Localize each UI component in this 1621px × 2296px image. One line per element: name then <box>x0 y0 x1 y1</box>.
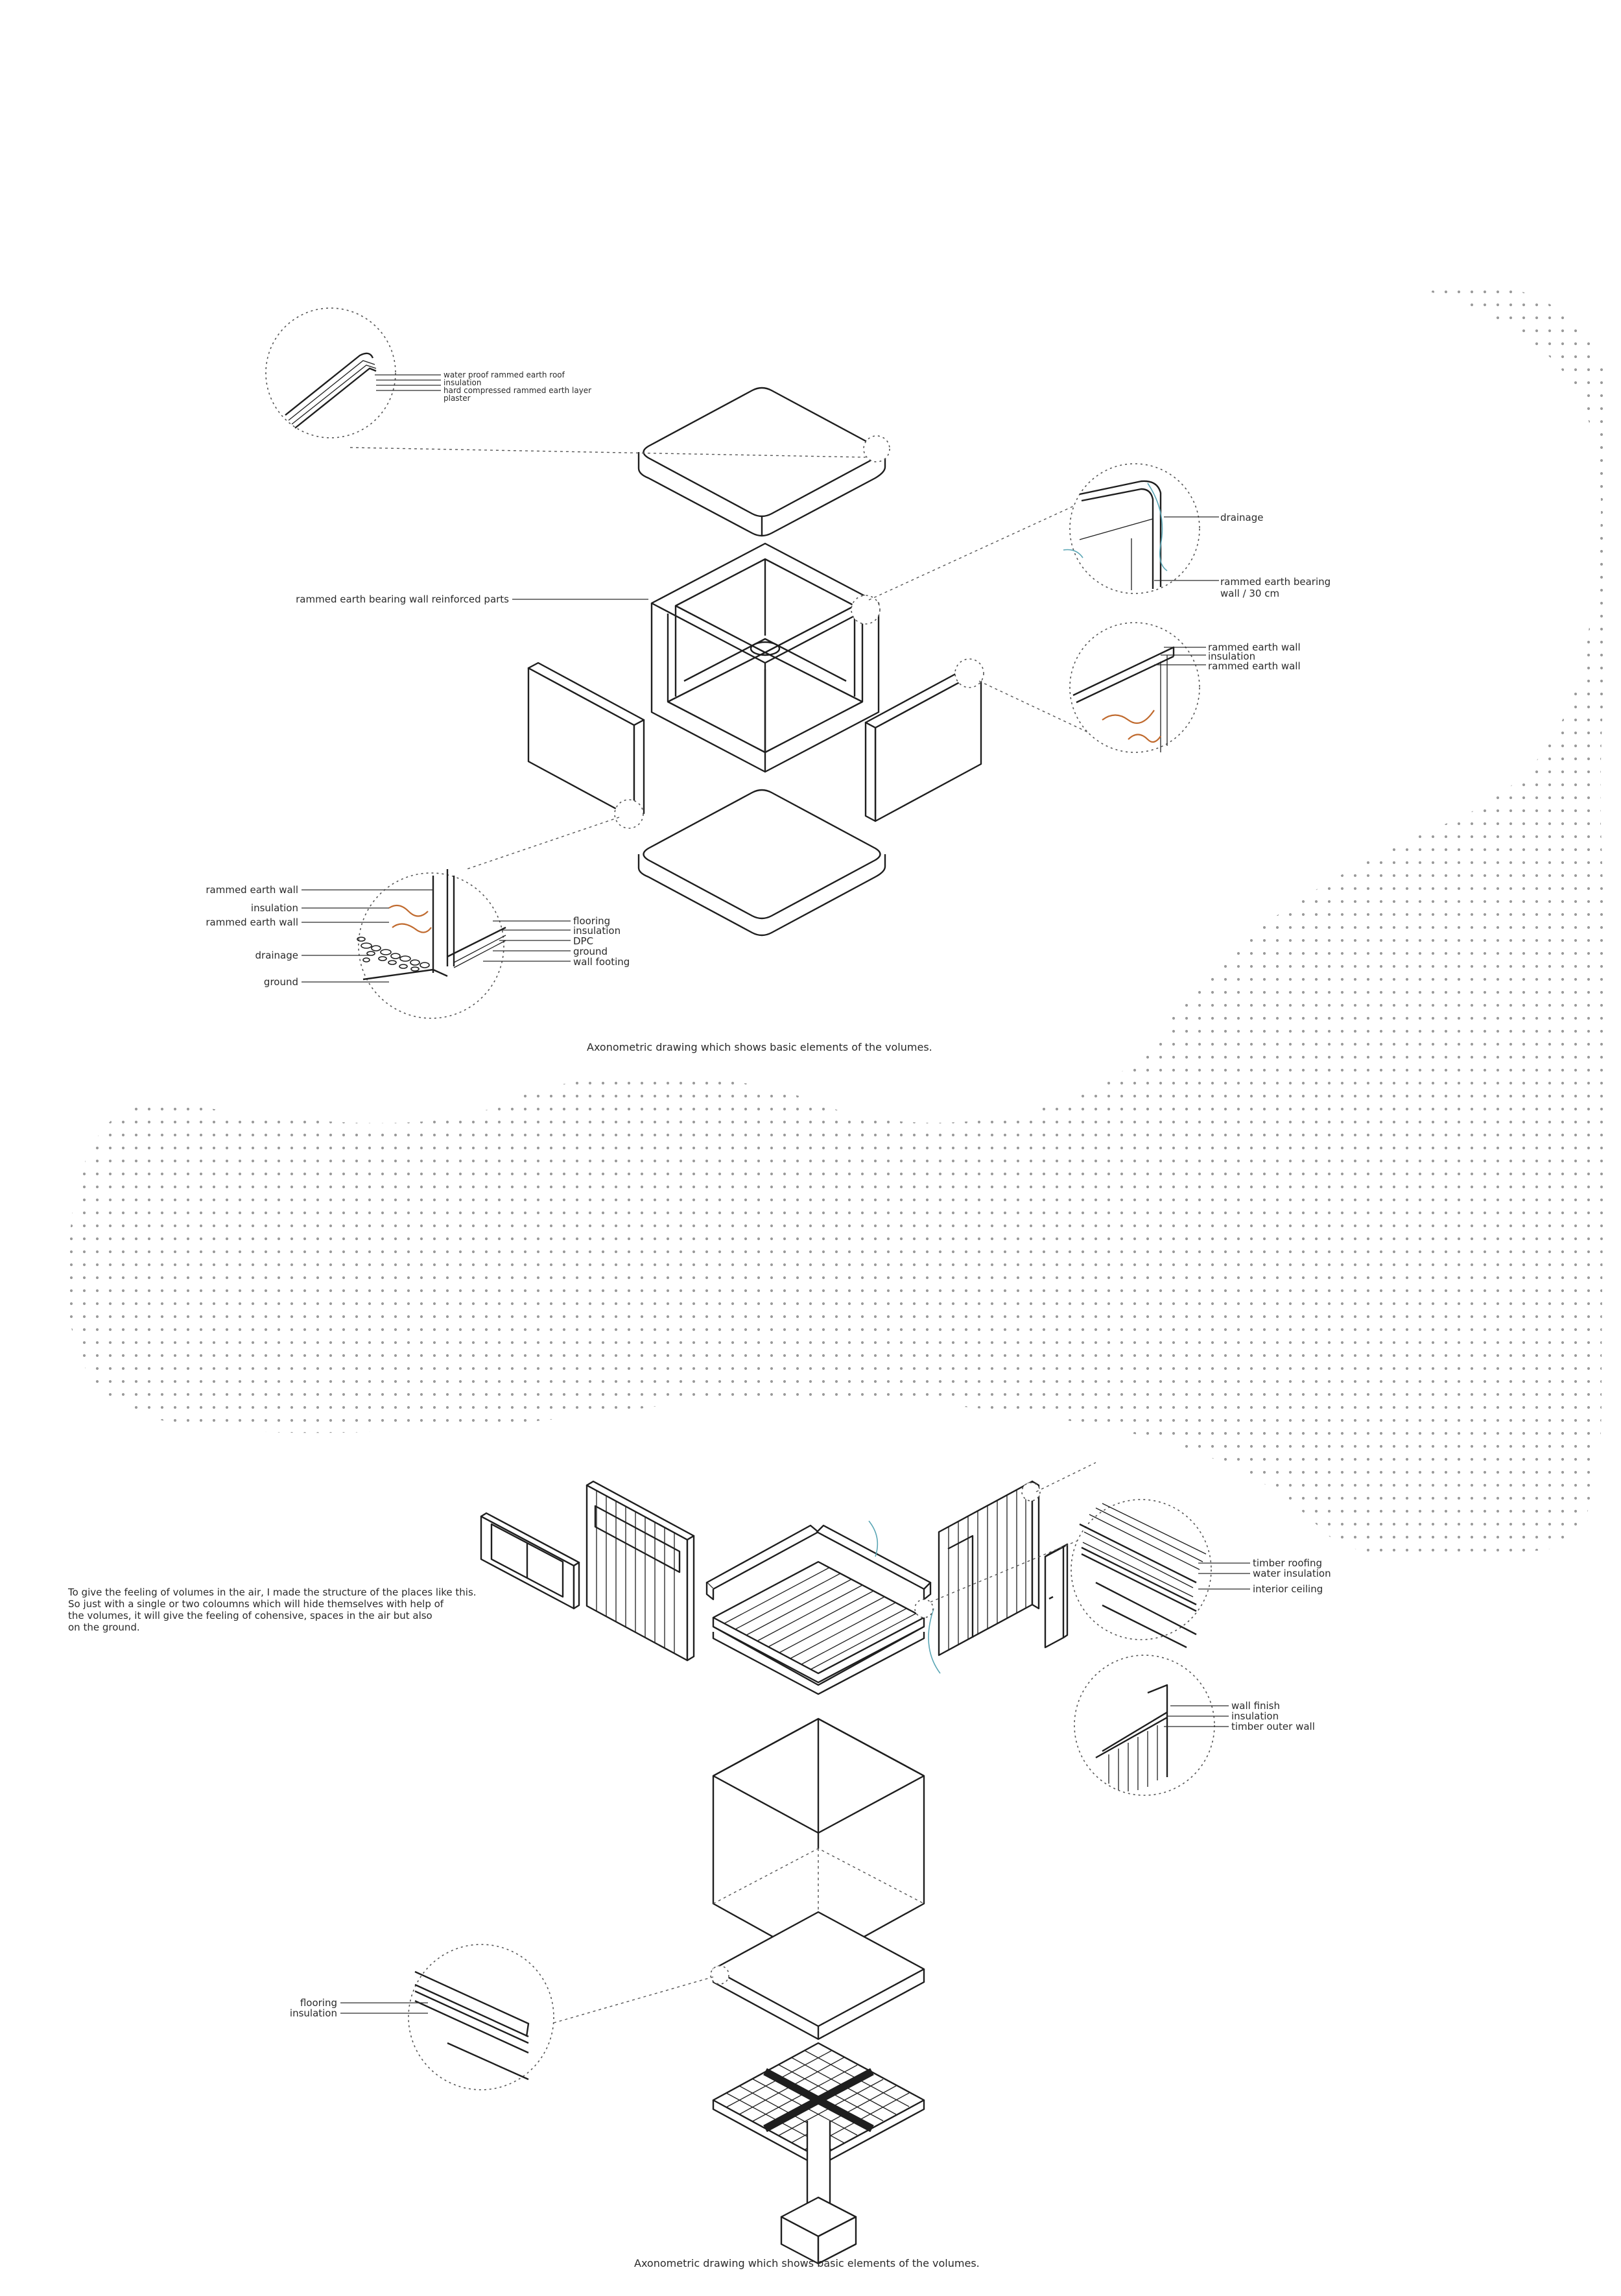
description-line-2: the volumes, it will give the feeling of… <box>68 1610 432 1621</box>
corner-detail-label-2: wall / 30 cm <box>1220 588 1279 599</box>
steel-grid <box>712 2042 925 2168</box>
roof-detail-label-2: hard compressed rammed earth layer <box>444 386 591 395</box>
timber-roof-label-1: water insulation <box>1253 1568 1331 1579</box>
floor-detail-label-1: insulation <box>290 2007 337 2019</box>
wall-detail: rammed earth wall insulation rammed eart… <box>1069 622 1301 753</box>
window-panel <box>480 1512 580 1610</box>
timber-wall-label-2: timber outer wall <box>1231 1721 1315 1732</box>
roof-detail-label-3: plaster <box>444 394 471 403</box>
wall-panel-right <box>864 664 982 822</box>
base-left-label-2: rammed earth wall <box>206 916 298 928</box>
floor-slab <box>637 789 886 937</box>
roof-detail-label-0: water proof rammed earth roof <box>444 370 565 379</box>
description-text: To give the feeling of volumes in the ai… <box>67 1586 477 1633</box>
base-left-label-1: insulation <box>251 902 298 914</box>
door-panel <box>1044 1543 1069 1649</box>
base-right-label-3: ground <box>573 946 608 957</box>
timber-roof-label-0: timber roofing <box>1253 1557 1322 1569</box>
base-right-label-0: flooring <box>573 915 610 927</box>
timber-wall-detail: wall finish insulation timber outer wall <box>1074 1655 1315 1796</box>
base-left-label-3: drainage <box>255 950 299 961</box>
base-detail: rammed earth wall insulation rammed eart… <box>206 869 630 1019</box>
timber-wall-right <box>938 1480 1040 1656</box>
base-right-label-2: DPC <box>573 935 593 947</box>
column-footing <box>780 2121 857 2265</box>
timber-wall-label-0: wall finish <box>1231 1700 1280 1712</box>
base-right-label-1: insulation <box>573 925 621 937</box>
corner-detail: drainage rammed earth bearing wall / 30 … <box>1063 463 1331 599</box>
description-line-0: To give the feeling of volumes in the ai… <box>67 1586 477 1598</box>
wall-detail-label-0: rammed earth wall <box>1208 641 1301 653</box>
wall-panel-left <box>527 662 645 820</box>
description-line-3: on the ground. <box>68 1621 140 1633</box>
description-line-1: So just with a single or two coloumns wh… <box>68 1598 444 1610</box>
upper-caption: Axonometric drawing which shows basic el… <box>587 1041 932 1053</box>
wall-detail-label-1: insulation <box>1208 651 1255 662</box>
roof-detail-label-1: insulation <box>444 378 481 387</box>
lower-floor-slab <box>712 1911 925 2040</box>
base-left-label-4: ground <box>264 976 298 988</box>
base-left-label-0: rammed earth wall <box>206 884 298 896</box>
corner-detail-label-1: rammed earth bearing <box>1220 576 1331 588</box>
timber-wall-label-1: insulation <box>1231 1710 1279 1722</box>
base-right-label-4: wall footing <box>573 956 630 968</box>
lower-axonometric: To give the feeling of volumes in the ai… <box>67 1462 1331 2269</box>
timber-wall-left <box>586 1480 695 1662</box>
timber-roof-label-2: interior ceiling <box>1253 1583 1323 1595</box>
lower-caption: Axonometric drawing which shows basic el… <box>634 2257 980 2269</box>
timber-roof <box>712 1561 941 1695</box>
roof-eaves <box>705 1520 932 1601</box>
corner-detail-label-0: drainage <box>1220 512 1264 523</box>
floor-detail-label-0: flooring <box>300 1997 337 2009</box>
volume-cube <box>712 1717 925 1963</box>
timber-roof-detail: timber roofing water insulation interior… <box>1071 1499 1331 1649</box>
bearing-frame <box>650 542 880 773</box>
drainage-gravel <box>357 937 430 972</box>
upper-axonometric: water proof rammed earth roof insulation… <box>206 307 1331 1053</box>
wall-detail-label-2: rammed earth wall <box>1208 660 1301 672</box>
bearing-wall-label: rammed earth bearing wall reinforced par… <box>296 593 509 605</box>
roof-detail: water proof rammed earth roof insulation… <box>265 307 591 438</box>
roof-slab <box>637 387 886 537</box>
dotted-background-blob <box>67 280 1612 1558</box>
floor-detail: flooring insulation <box>290 1944 554 2090</box>
